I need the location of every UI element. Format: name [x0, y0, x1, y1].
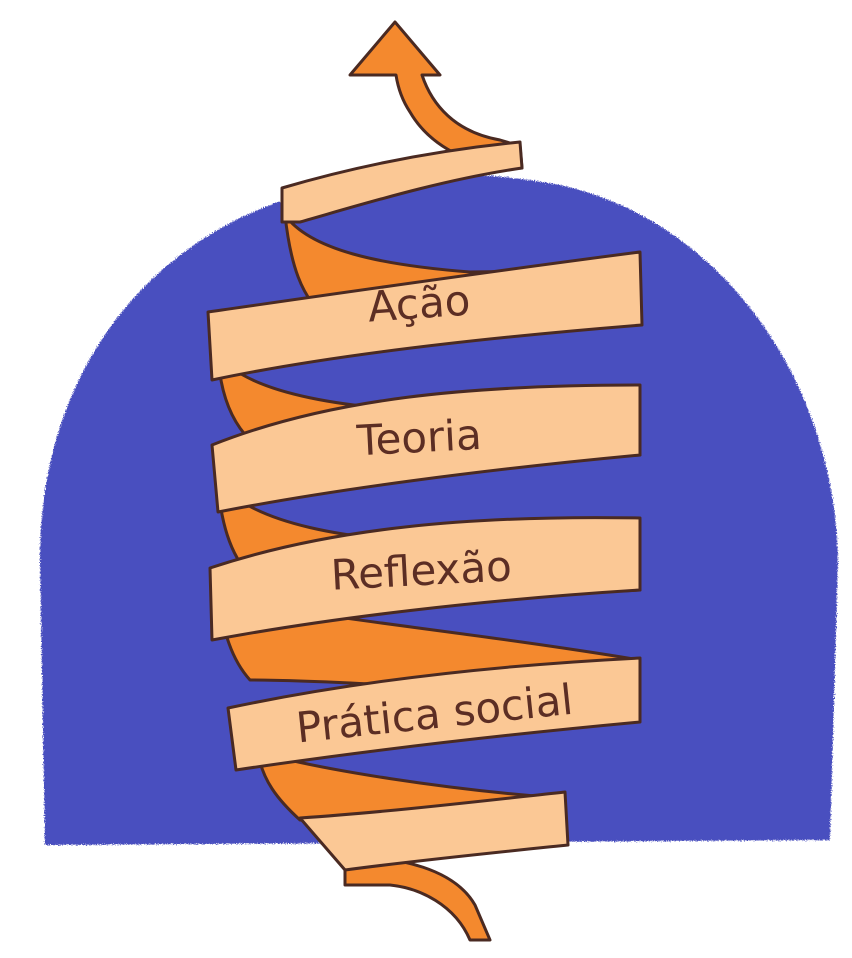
label-acao: Ação [366, 276, 472, 332]
ribbon-top-band [280, 140, 524, 224]
ribbon-band-1 [206, 250, 644, 382]
ribbon-band-2 [210, 383, 642, 514]
ribbon-band-3 [208, 516, 642, 642]
label-teoria: Teoria [355, 410, 483, 466]
ribbon-band-5 [298, 790, 570, 872]
ribbon-band-4 [226, 656, 642, 772]
ribbon-tail [343, 856, 492, 942]
label-reflexao: Reflexão [330, 541, 513, 599]
